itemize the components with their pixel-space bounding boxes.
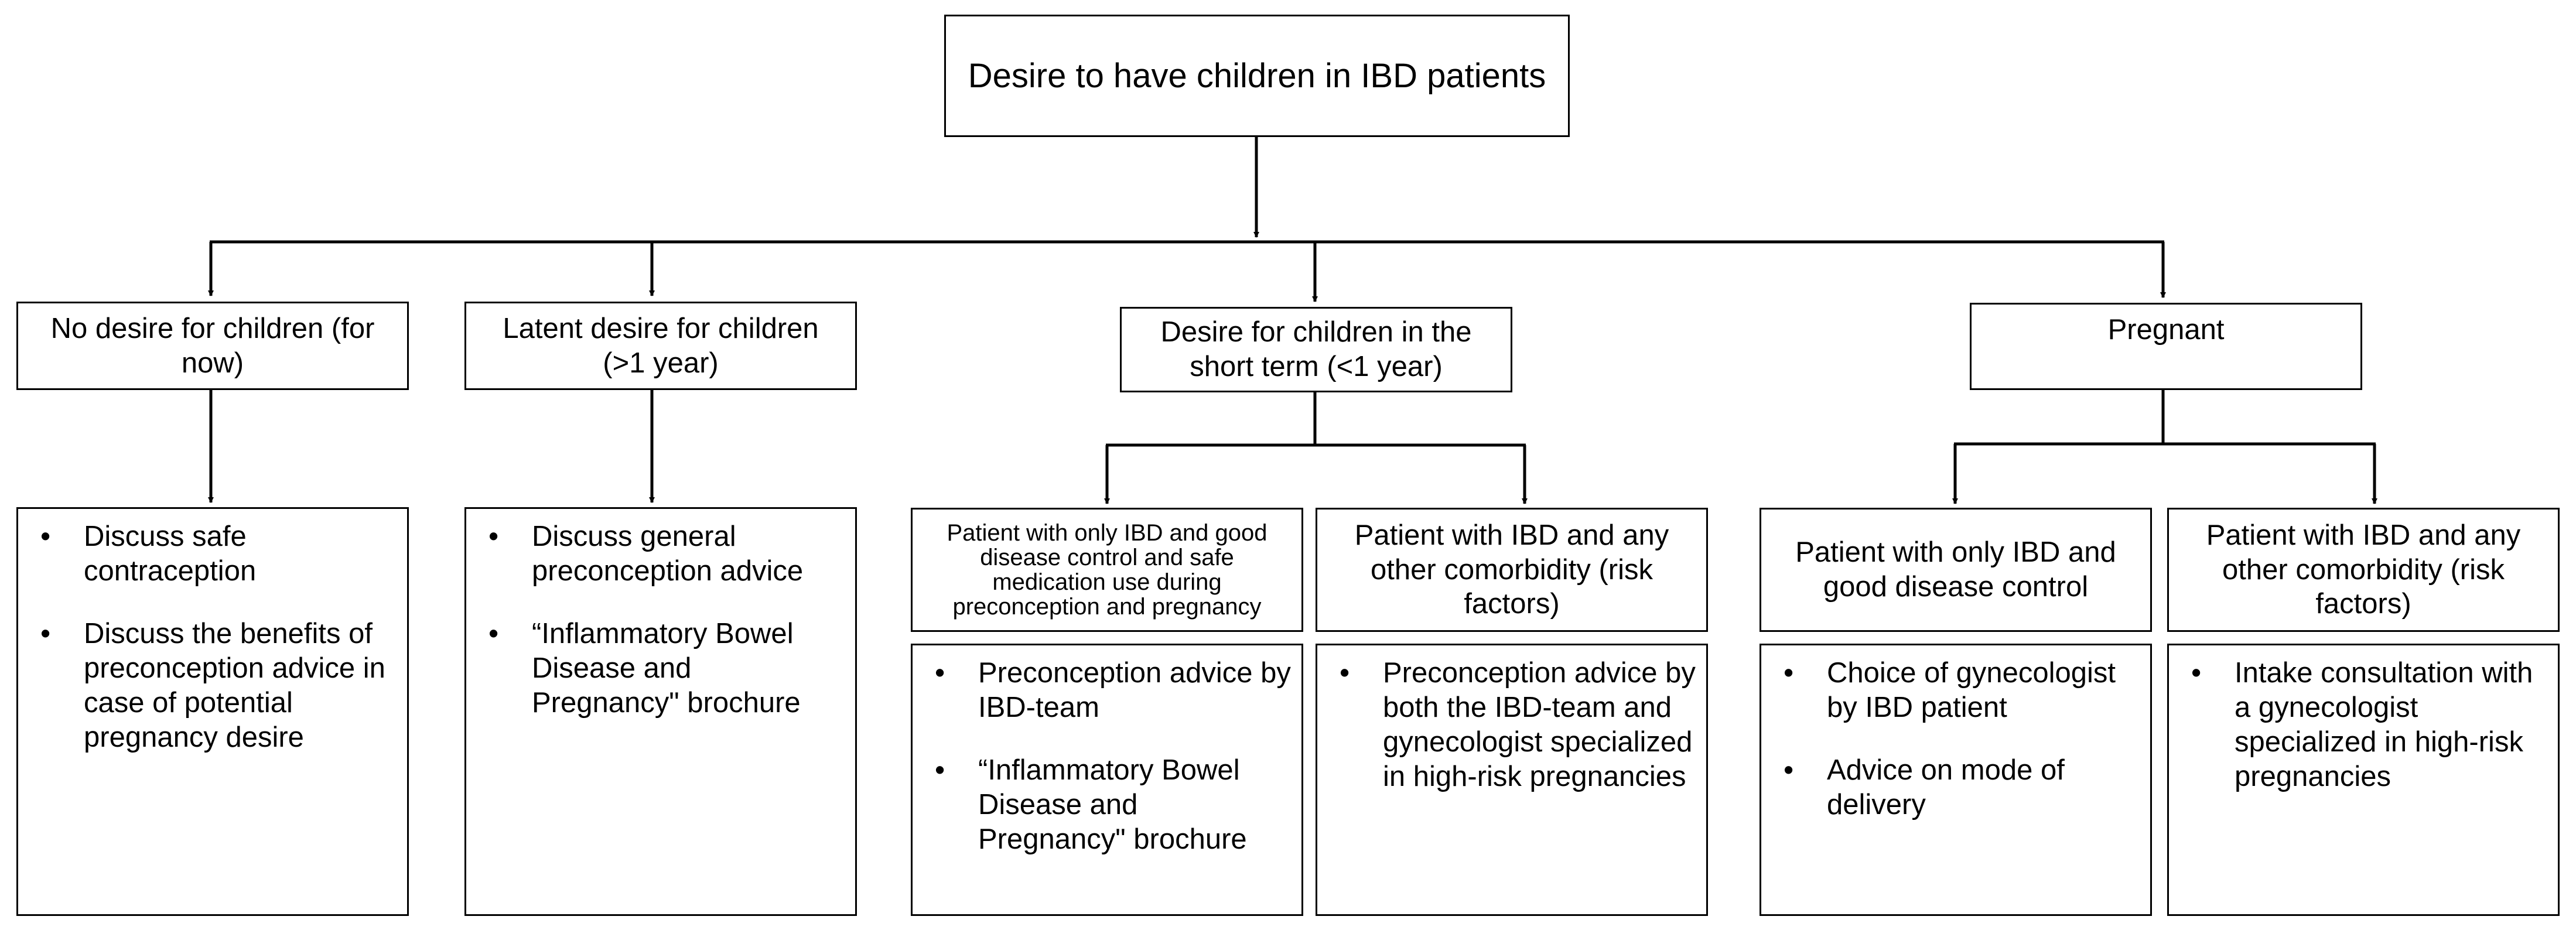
subgroup-pregnant-comorbidity: Patient with IBD and any other comorbidi… (2167, 508, 2560, 632)
advice-list-short-term-good-control: Preconception advice by IBD-team “Inflam… (913, 656, 1291, 857)
advice-item: Preconception advice by both the IBD-tea… (1317, 656, 1696, 794)
advice-item: Discuss safe contraception (18, 519, 397, 589)
advice-item: Preconception advice by IBD-team (913, 656, 1291, 725)
subgroup-short-term-comorbidity: Patient with IBD and any other comorbidi… (1316, 508, 1708, 632)
advice-item: Choice of gynecologist by IBD patient (1761, 656, 2140, 725)
advice-box-pregnant-comorbidity: Intake consultation with a gynecologist … (2167, 644, 2560, 916)
category-no-desire-label: No desire for children (for now) (50, 312, 375, 379)
advice-box-no-desire: Discuss safe contraception Discuss the b… (16, 507, 409, 916)
advice-list-pregnant-comorbidity: Intake consultation with a gynecologist … (2169, 656, 2547, 794)
advice-item: Discuss the benefits of preconception ad… (18, 617, 397, 755)
root-label: Desire to have children in IBD patients (968, 56, 1546, 95)
category-short-term-desire: Desire for children in the short term (<… (1120, 307, 1512, 392)
advice-box-pregnant-good-control: Choice of gynecologist by IBD patient Ad… (1760, 644, 2152, 916)
subgroup-short-term-comorbidity-label: Patient with IBD and any other comorbidi… (1354, 519, 1669, 620)
category-latent-desire-label: Latent desire for children (>1 year) (503, 312, 819, 379)
category-pregnant-label: Pregnant (2107, 314, 2225, 346)
subgroup-short-term-good-control: Patient with only IBD and good disease c… (911, 508, 1303, 632)
category-no-desire: No desire for children (for now) (16, 302, 409, 390)
category-pregnant: Pregnant (1970, 303, 2362, 390)
advice-item: Intake consultation with a gynecologist … (2169, 656, 2547, 794)
advice-box-latent-desire: Discuss general preconception advice “In… (464, 507, 857, 916)
root-node: Desire to have children in IBD patients (944, 15, 1570, 137)
subgroup-short-term-good-control-label: Patient with only IBD and good disease c… (947, 520, 1267, 620)
advice-list-no-desire: Discuss safe contraception Discuss the b… (18, 519, 397, 755)
advice-item: Advice on mode of delivery (1761, 753, 2140, 822)
category-latent-desire: Latent desire for children (>1 year) (464, 302, 857, 390)
advice-item: “Inflammatory Bowel Disease and Pregnanc… (466, 617, 845, 720)
category-short-term-desire-label: Desire for children in the short term (<… (1160, 316, 1472, 382)
advice-item: Discuss general preconception advice (466, 519, 845, 589)
advice-item: “Inflammatory Bowel Disease and Pregnanc… (913, 753, 1291, 857)
advice-box-short-term-comorbidity: Preconception advice by both the IBD-tea… (1316, 644, 1708, 916)
advice-list-pregnant-good-control: Choice of gynecologist by IBD patient Ad… (1761, 656, 2140, 822)
advice-list-short-term-comorbidity: Preconception advice by both the IBD-tea… (1317, 656, 1696, 794)
advice-box-short-term-good-control: Preconception advice by IBD-team “Inflam… (911, 644, 1303, 916)
advice-list-latent-desire: Discuss general preconception advice “In… (466, 519, 845, 720)
subgroup-pregnant-comorbidity-label: Patient with IBD and any other comorbidi… (2206, 519, 2521, 620)
subgroup-pregnant-good-control: Patient with only IBD and good disease c… (1760, 508, 2152, 632)
subgroup-pregnant-good-control-label: Patient with only IBD and good disease c… (1795, 536, 2116, 603)
